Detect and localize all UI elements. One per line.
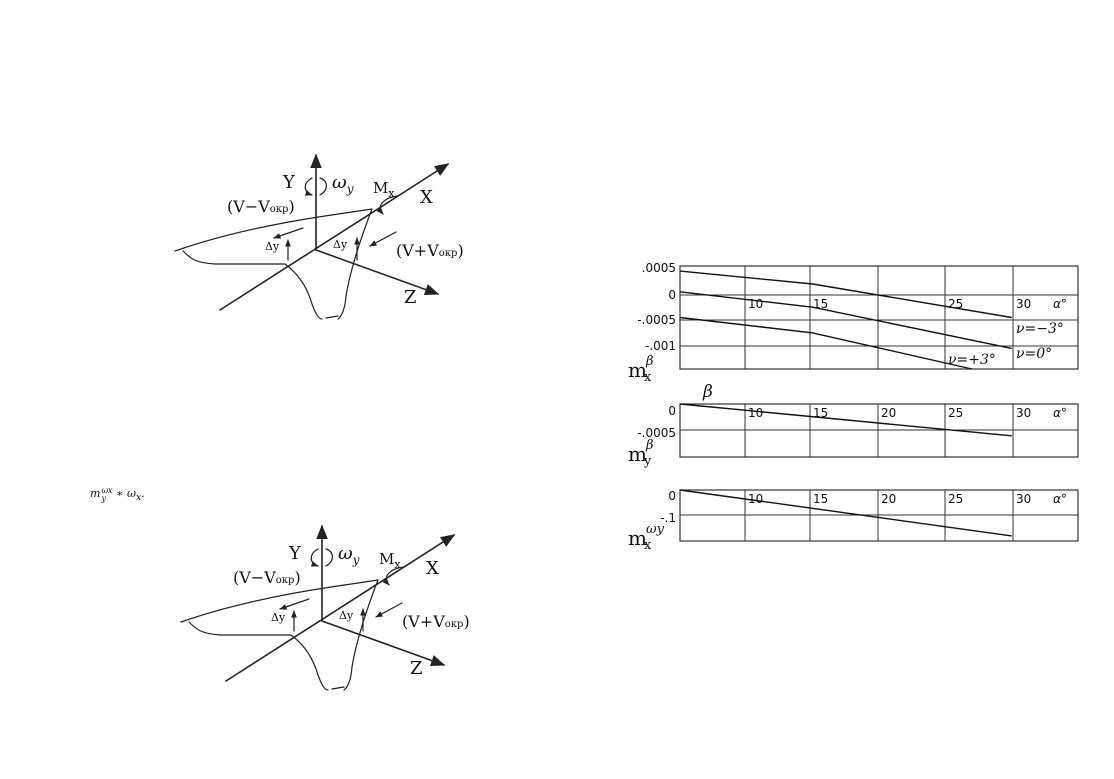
series-label: ν=+3° <box>948 352 996 368</box>
y-axis-symbol-sub: x <box>644 370 652 385</box>
y-tick-label: 0 <box>668 489 676 503</box>
series-label: ν=−3° <box>1016 321 1064 337</box>
y-axis-symbol: m <box>628 442 647 466</box>
y-axis-symbol-sub: y <box>643 454 652 469</box>
series-line-1 <box>679 489 1012 537</box>
axis-z-label: Z <box>404 287 417 308</box>
v-minus-label: (V−Vокр) <box>233 568 301 587</box>
y-tick-label: -.001 <box>645 339 676 353</box>
x-tick-label: 30 <box>1016 492 1031 506</box>
series-line-2 <box>679 291 1012 350</box>
moment-x-label: Mx <box>373 179 395 200</box>
y-tick-label: -.0005 <box>637 313 676 327</box>
x-tick-label: 20 <box>881 492 896 506</box>
v-minus-label: (V−Vокр) <box>227 197 295 216</box>
x-tick-label: 10 <box>748 297 763 311</box>
y-tick-label: -.1 <box>660 511 676 525</box>
x-tick-label: 10 <box>748 492 763 506</box>
delta-y-right-label: Δy <box>333 238 348 251</box>
y-tick-label: 0 <box>668 404 676 418</box>
y-tick-label: 0 <box>668 288 676 302</box>
wing-axes-diagram-top: Y X Z ωy Mx (V−Vокр) (V+Vокр) Δy Δy <box>175 155 464 319</box>
y-axis-symbol: m <box>628 358 647 382</box>
y-tick-label: -.0005 <box>637 426 676 440</box>
moment-x-label: Mx <box>379 550 401 571</box>
series-line-1 <box>679 270 1012 319</box>
delta-y-left-label: Δy <box>265 240 280 253</box>
x-tick-label: 25 <box>948 406 963 420</box>
x-tick-label: 30 <box>1016 406 1031 420</box>
v-plus-label: (V+Vокр) <box>402 612 470 631</box>
wing-axes-diagram-bottom: Y X Z ωy Mx (V−Vокр) (V+Vокр) Δy Δy <box>181 526 470 690</box>
axis-y-label: Y <box>288 543 302 564</box>
series-line-3 <box>679 316 973 370</box>
x-tick-label: α° <box>1053 492 1067 506</box>
y-axis-symbol-sup: ωy <box>646 522 665 537</box>
axis-y-label: Y <box>282 172 296 193</box>
x-tick-label: 15 <box>813 492 828 506</box>
x-tick-label: α° <box>1053 297 1067 311</box>
y-axis-symbol: m <box>628 526 647 550</box>
v-plus-label: (V+Vокр) <box>396 241 464 260</box>
x-tick-label: α° <box>1053 406 1067 420</box>
omega-y-label: ωy <box>332 172 354 196</box>
x-tick-label: 20 <box>881 406 896 420</box>
series-line-1 <box>679 403 1012 437</box>
delta-y-right-label: Δy <box>339 609 354 622</box>
x-tick-label: 30 <box>1016 297 1031 311</box>
axis-x-label: X <box>420 187 433 208</box>
y-axis-symbol-sub: x <box>644 538 652 553</box>
y-axis-symbol-sup: β <box>645 438 654 453</box>
y-tick-label: .0005 <box>642 261 676 275</box>
y-axis-symbol-sup: β <box>645 354 654 369</box>
axis-x-label: X <box>426 558 439 579</box>
x-tick-label: 25 <box>948 492 963 506</box>
axis-z-label: Z <box>410 658 423 679</box>
delta-y-left-label: Δy <box>271 611 286 624</box>
series-label: ν=0° <box>1016 346 1052 362</box>
omega-y-label: ωy <box>338 543 360 567</box>
chart-title: β <box>702 382 713 402</box>
x-tick-label: 10 <box>748 406 763 420</box>
